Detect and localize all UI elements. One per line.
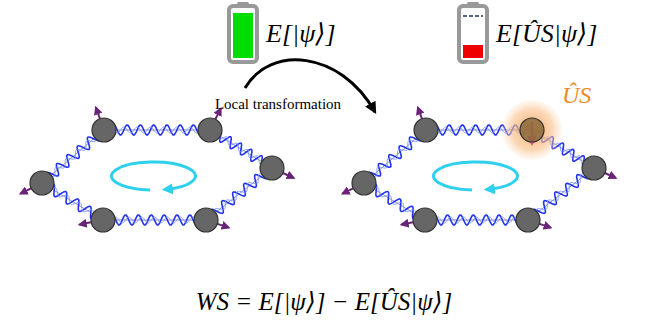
spin-ring [21,107,294,232]
arrow-label: Local transformation [215,96,341,113]
energy-label: E[|ψ⟩] [266,20,336,49]
battery-icon [229,2,257,62]
operator-label: ÛS [562,82,591,108]
battery-icon [459,2,487,62]
work-formula: WS = E[|ψ⟩] − E[ÛS|ψ⟩] [196,288,452,316]
energy-label: E[ÛS|ψ⟩] [496,20,597,49]
spin-ring [343,100,616,232]
